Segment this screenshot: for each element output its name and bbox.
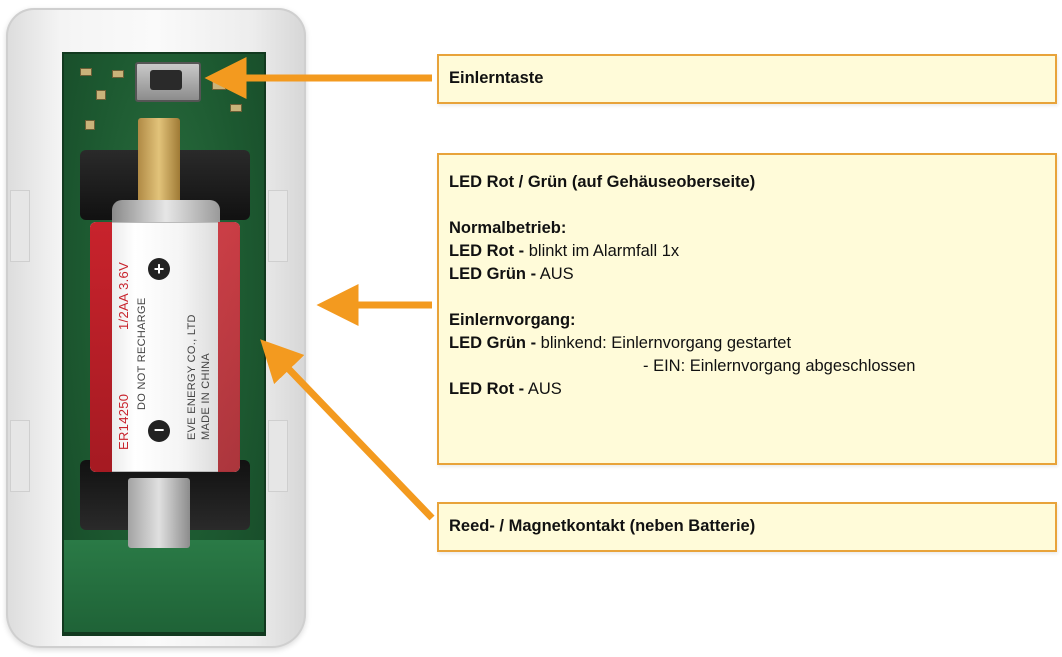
normal-heading: Normalbetrieb: — [449, 219, 567, 237]
housing-slot-right-upper — [268, 190, 288, 262]
battery-origin: MADE IN CHINA — [200, 352, 212, 440]
housing-slot-right-lower — [268, 420, 288, 492]
callout-led-body: LED Rot / Grün (auf Gehäuseoberseite) No… — [449, 171, 1045, 401]
battery-warning: DO NOT RECHARGE — [136, 297, 148, 410]
smd-component — [80, 68, 92, 76]
callout-led: LED Rot / Grün (auf Gehäuseoberseite) No… — [437, 153, 1057, 465]
learn-green-line: LED Grün - blinkend: Einlernvorgang gest… — [449, 334, 792, 352]
learn-button — [150, 70, 182, 90]
minus-pole-icon: − — [148, 420, 170, 442]
smd-component — [230, 104, 242, 112]
battery-label-stripe — [90, 222, 112, 472]
callout-reed-title: Reed- / Magnetkontakt (neben Batterie) — [449, 517, 756, 535]
callout-reed: Reed- / Magnetkontakt (neben Batterie) — [437, 502, 1057, 552]
plus-pole-icon: + — [148, 258, 170, 280]
smd-component — [112, 70, 124, 78]
device-photo: + − ER14250 1/2AA 3.6V DO NOT RECHARGE E… — [0, 0, 330, 657]
battery-label-stripe — [218, 222, 240, 472]
smd-component — [85, 120, 95, 130]
smd-component — [212, 80, 226, 90]
circuit-board-bottom — [62, 540, 266, 634]
battery-maker: EVE ENERGY CO., LTD — [186, 314, 198, 440]
smd-component — [96, 90, 106, 100]
learn-red-line: LED Rot - AUS — [449, 380, 562, 398]
battery-contact-top — [138, 118, 180, 208]
callout-einlerntaste: Einlerntaste — [437, 54, 1057, 104]
housing-slot-left-upper — [10, 190, 30, 262]
battery-contact-bottom — [128, 478, 190, 548]
learn-button-housing — [135, 62, 201, 102]
normal-red-line: LED Rot - blinkt im Alarmfall 1x — [449, 242, 680, 260]
learn-green-line-2: - EIN: Einlernvorgang abgeschlossen — [643, 357, 916, 375]
callout-led-title: LED Rot / Grün (auf Gehäuseoberseite) — [449, 173, 756, 191]
battery-model: ER14250 — [116, 393, 131, 450]
housing-slot-left-lower — [10, 420, 30, 492]
normal-green-line: LED Grün - AUS — [449, 265, 574, 283]
callout-einlerntaste-title: Einlerntaste — [449, 69, 544, 87]
learn-heading: Einlernvorgang: — [449, 311, 576, 329]
battery-size-voltage: 1/2AA 3.6V — [116, 261, 131, 330]
